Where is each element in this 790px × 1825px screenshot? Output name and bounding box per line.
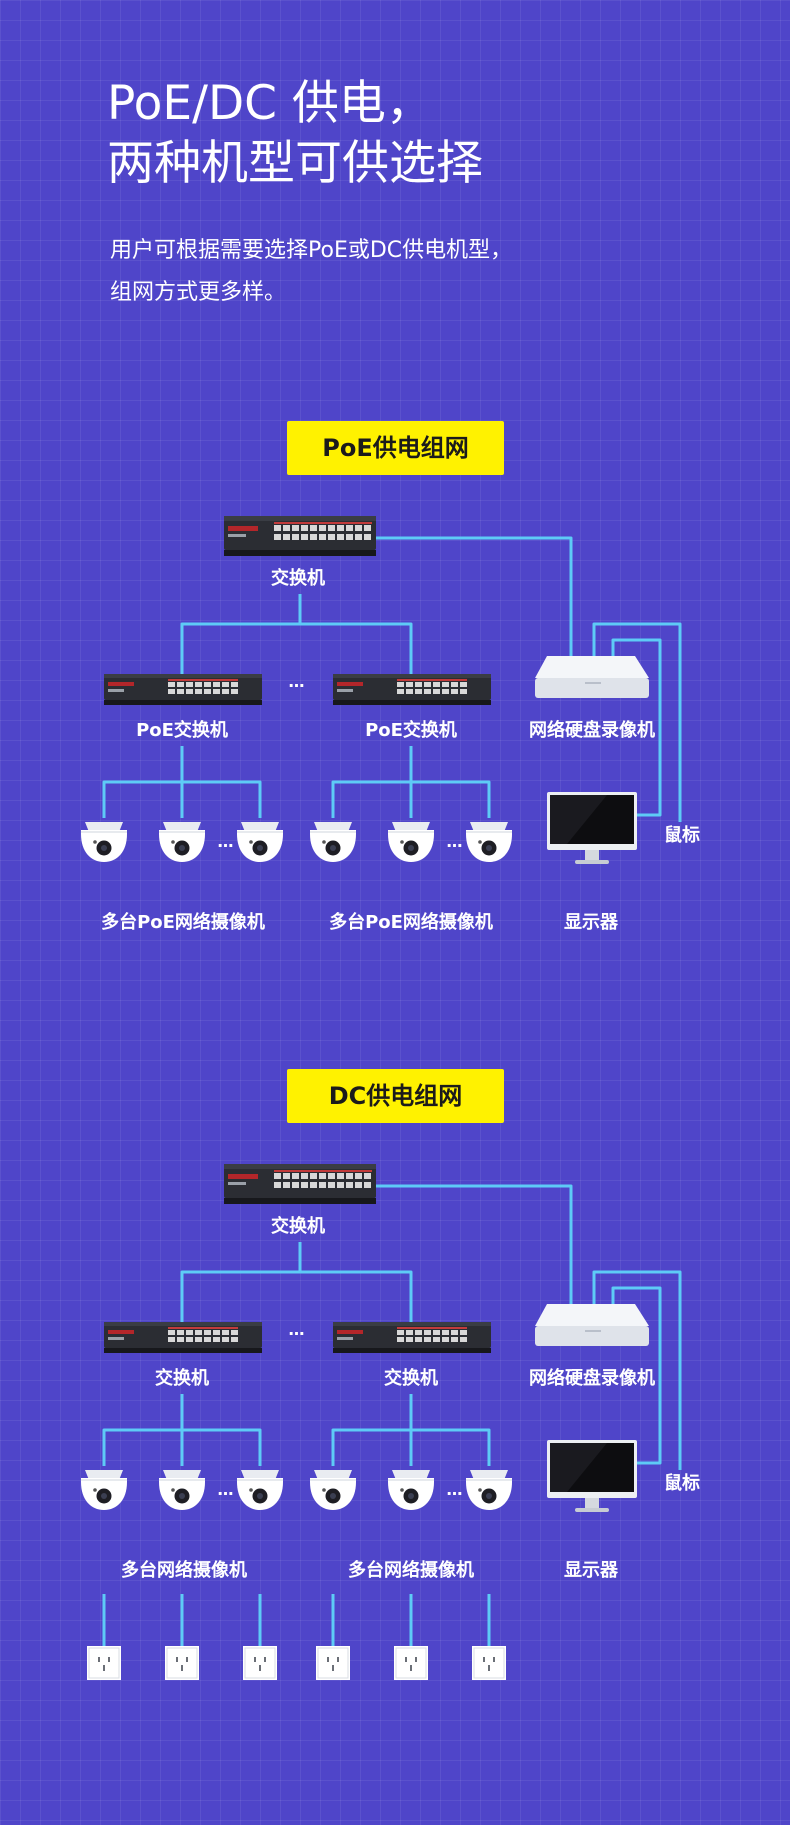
poe-mouse-label: 鼠标: [664, 825, 700, 846]
dc-camera-ellipsis: …: [217, 1480, 235, 1499]
poe-right-cameras-label: 多台PoE网络摄像机: [329, 912, 493, 933]
hero-title-line2: 两种机型可供选择: [107, 136, 483, 191]
poe-right-switch-label: PoE交换机: [365, 720, 457, 741]
dc-right-switch: [333, 1322, 491, 1353]
power-outlet-icon: [472, 1646, 506, 1680]
dc-right-switch-label: 交换机: [384, 1368, 438, 1389]
dc-camera: [237, 1470, 283, 1510]
poe-switch-ellipsis: …: [288, 672, 306, 691]
hero-subtitle-line2: 组网方式更多样。: [110, 280, 287, 305]
dc-monitor-label: 显示器: [564, 1560, 618, 1581]
dc-right-cameras-label: 多台网络摄像机: [348, 1560, 474, 1581]
poe-camera-ellipsis: …: [446, 832, 464, 851]
poe-core-switch-label: 交换机: [271, 568, 325, 589]
poe-left-switch-label: PoE交换机: [136, 720, 228, 741]
dc-camera: [159, 1470, 205, 1510]
poe-camera-ellipsis: …: [217, 832, 235, 851]
power-outlet-icon: [394, 1646, 428, 1680]
poe-nvr-label: 网络硬盘录像机: [529, 720, 655, 741]
dc-left-switch-label: 交换机: [155, 1368, 209, 1389]
dc-core-switch: [224, 1164, 376, 1204]
dc-camera: [388, 1470, 434, 1510]
dc-switch-ellipsis: …: [288, 1320, 306, 1339]
dc-core-switch-label: 交换机: [271, 1216, 325, 1237]
power-outlet-icon: [87, 1646, 121, 1680]
dc-nvr-label: 网络硬盘录像机: [529, 1368, 655, 1389]
poe-monitor-label: 显示器: [564, 912, 618, 933]
poe-left-cameras-label: 多台PoE网络摄像机: [101, 912, 265, 933]
dc-section-heading: DC供电组网: [287, 1069, 504, 1123]
dc-camera-ellipsis: …: [446, 1480, 464, 1499]
power-outlet-icon: [316, 1646, 350, 1680]
power-outlet-icon: [243, 1646, 277, 1680]
dc-camera: [310, 1470, 356, 1510]
dc-camera: [81, 1470, 127, 1510]
hero-title-line1: PoE/DC 供电，: [107, 76, 433, 131]
poe-section-heading: PoE供电组网: [287, 421, 504, 475]
hero-title: PoE/DC 供电， 两种机型可供选择: [107, 74, 483, 194]
dc-mouse-label: 鼠标: [664, 1473, 700, 1494]
dc-monitor: [547, 1440, 637, 1512]
dc-camera: [466, 1470, 512, 1510]
dc-left-cameras-label: 多台网络摄像机: [121, 1560, 247, 1581]
hero-subtitle-line1: 用户可根据需要选择PoE或DC供电机型，: [110, 238, 513, 263]
dc-left-switch: [104, 1322, 262, 1353]
power-outlet-icon: [165, 1646, 199, 1680]
hero-subtitle: 用户可根据需要选择PoE或DC供电机型， 组网方式更多样。: [110, 230, 512, 314]
dc-nvr: [535, 1304, 649, 1346]
